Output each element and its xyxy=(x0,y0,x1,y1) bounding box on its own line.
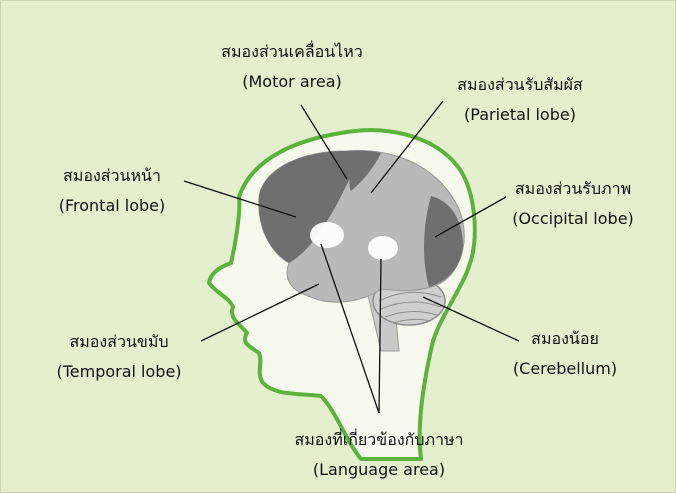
label-motor-area: สมองส่วนเคลื่อนไหว (Motor area) xyxy=(197,37,387,97)
label-temporal-lobe: สมองส่วนขมับ (Temporal lobe) xyxy=(29,327,209,387)
label-frontal-th: สมองส่วนหน้า xyxy=(63,166,161,185)
label-occipital-th: สมองส่วนรับภาพ xyxy=(514,179,632,198)
label-temporal-th: สมองส่วนขมับ xyxy=(69,332,169,351)
label-parietal-en: (Parietal lobe) xyxy=(464,105,576,124)
label-motor-th: สมองส่วนเคลื่อนไหว xyxy=(221,42,363,61)
label-cerebellum: สมองน้อย (Cerebellum) xyxy=(495,324,635,384)
label-frontal-lobe: สมองส่วนหน้า (Frontal lobe) xyxy=(27,161,197,221)
label-temporal-en: (Temporal lobe) xyxy=(56,362,182,381)
label-parietal-lobe: สมองส่วนรับสัมผัส (Parietal lobe) xyxy=(425,70,615,130)
motor-area-shape xyxy=(346,150,381,191)
label-parietal-th: สมองส่วนรับสัมผัส xyxy=(457,75,583,94)
label-motor-en: (Motor area) xyxy=(242,72,342,91)
label-language-en: (Language area) xyxy=(312,460,446,479)
label-language-th: สมองที่เกี่ยวข้องกับภาษา xyxy=(294,430,464,449)
language-area-back xyxy=(368,236,398,260)
occipital-lobe-shape xyxy=(424,196,463,287)
frontal-lobe-shape xyxy=(258,151,352,263)
label-language-area: สมองที่เกี่ยวข้องกับภาษา (Language area) xyxy=(269,425,489,485)
label-cerebellum-th: สมองน้อย xyxy=(531,329,599,348)
label-occipital-en: (Occipital lobe) xyxy=(512,209,634,228)
label-occipital-lobe: สมองส่วนรับภาพ (Occipital lobe) xyxy=(483,174,663,234)
leader-lines xyxy=(183,100,520,414)
cerebellum-folds xyxy=(378,291,442,324)
language-area-front xyxy=(310,222,344,248)
label-cerebellum-en: (Cerebellum) xyxy=(512,359,618,378)
label-frontal-en: (Frontal lobe) xyxy=(58,196,166,215)
